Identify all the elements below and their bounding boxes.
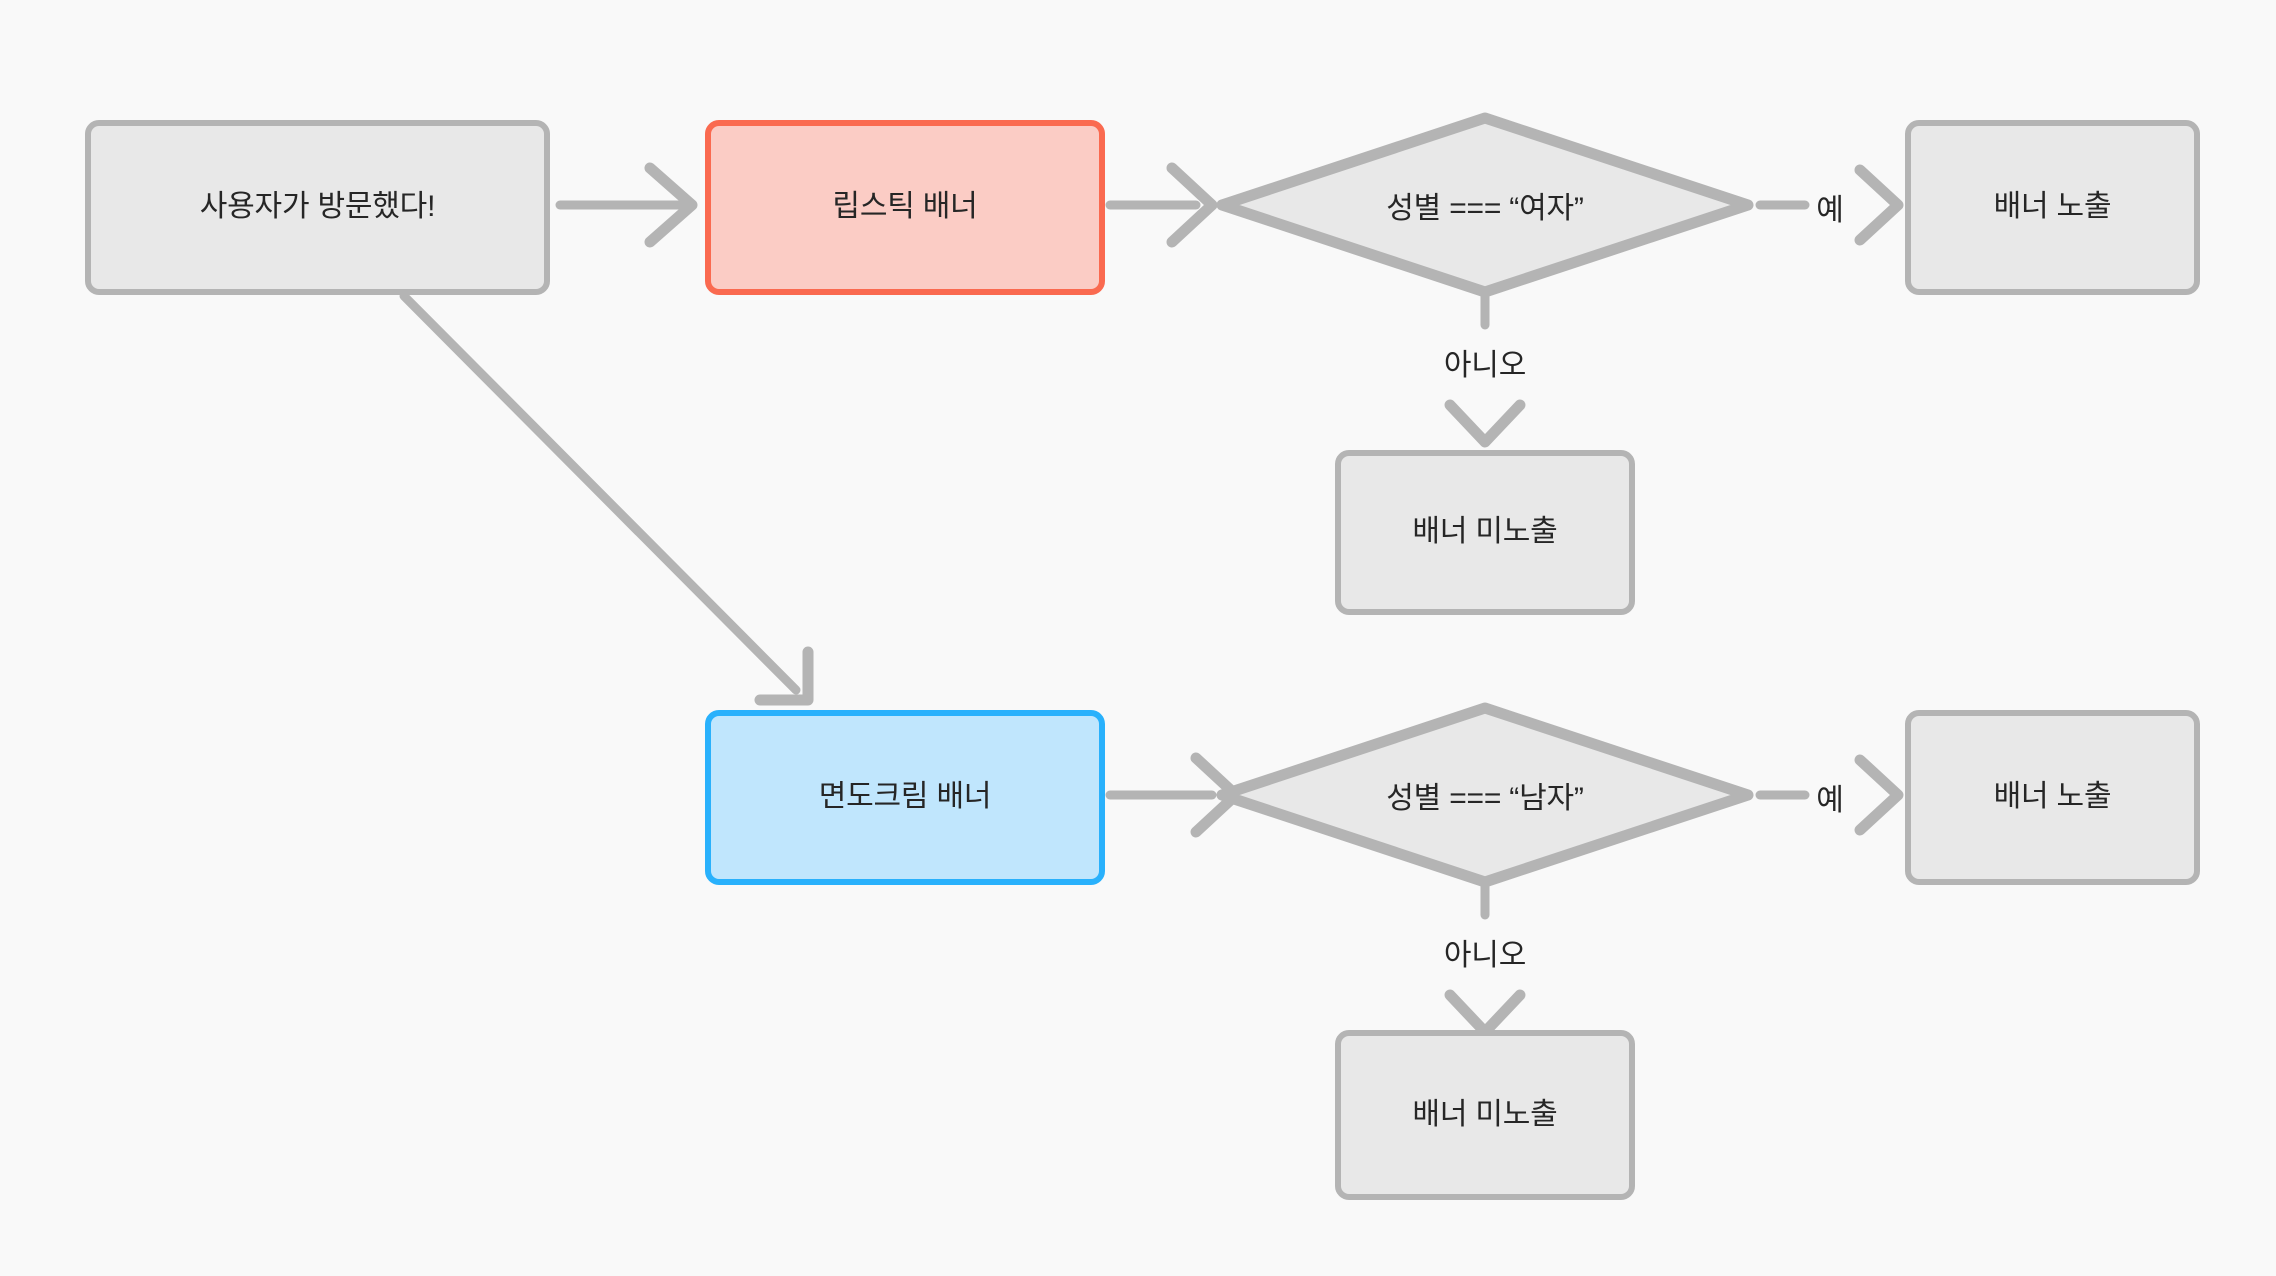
node-decision-female[interactable]: 성별 === “여자” [1222,118,1748,292]
node-decision-female-label: 성별 === “여자” [1386,192,1584,225]
edge-start-to-shaving-cream [399,291,814,706]
node-hide-banner-female[interactable]: 배너 미노출 [1335,450,1635,615]
node-lipstick-banner[interactable]: 립스틱 배너 [705,120,1105,295]
node-decision-male-label: 성별 === “남자” [1386,782,1584,815]
node-show-banner-male-label: 배너 노출 [1993,780,2112,814]
node-show-banner-female[interactable]: 배너 노출 [1905,120,2200,295]
edge-label-yes-male: 예 [1816,784,1844,817]
node-start-label: 사용자가 방문했다! [199,190,436,224]
edge-label-yes-female: 예 [1816,194,1844,227]
node-shaving-cream-banner[interactable]: 면도크림 배너 [705,710,1105,885]
node-shaving-cream-banner-label: 면도크림 배너 [818,780,992,814]
edge-start-to-lipstick [555,162,698,248]
node-hide-banner-female-label: 배너 미노출 [1412,515,1558,549]
node-hide-banner-male[interactable]: 배너 미노출 [1335,1030,1635,1200]
edge-shaving-cream-to-decision-male [1105,752,1242,838]
edge-lipstick-to-decision-female [1105,162,1218,248]
node-hide-banner-male-label: 배너 미노출 [1412,1097,1558,1131]
node-start[interactable]: 사용자가 방문했다! [85,120,550,295]
edge-label-no-male: 아니오 [1443,939,1527,972]
node-show-banner-male[interactable]: 배너 노출 [1905,710,2200,885]
node-lipstick-banner-label: 립스틱 배너 [832,190,978,224]
node-show-banner-female-label: 배너 노출 [1993,190,2112,224]
edge-label-no-female: 아니오 [1443,349,1527,382]
node-decision-male[interactable]: 성별 === “남자” [1222,708,1748,882]
